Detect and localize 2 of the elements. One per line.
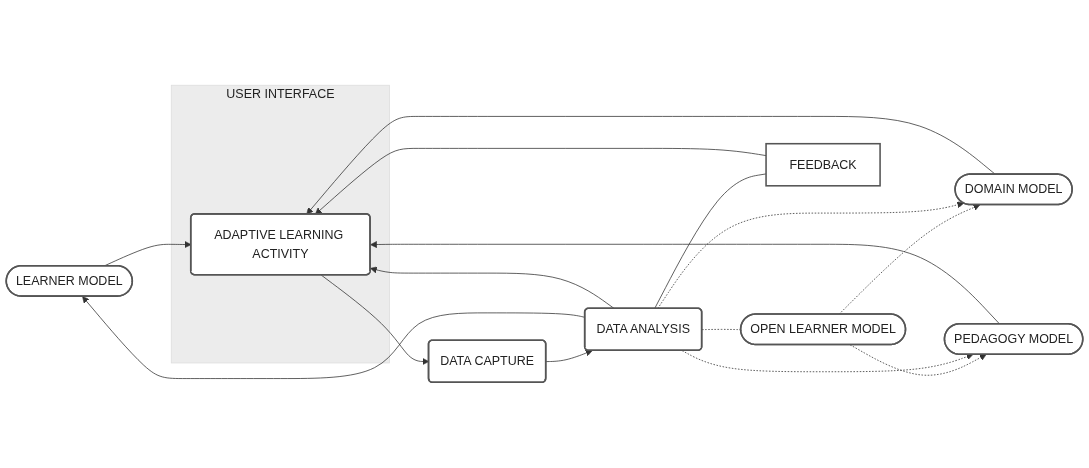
connector bbox=[654, 173, 767, 310]
node-box: FEEDBACK bbox=[765, 143, 881, 187]
